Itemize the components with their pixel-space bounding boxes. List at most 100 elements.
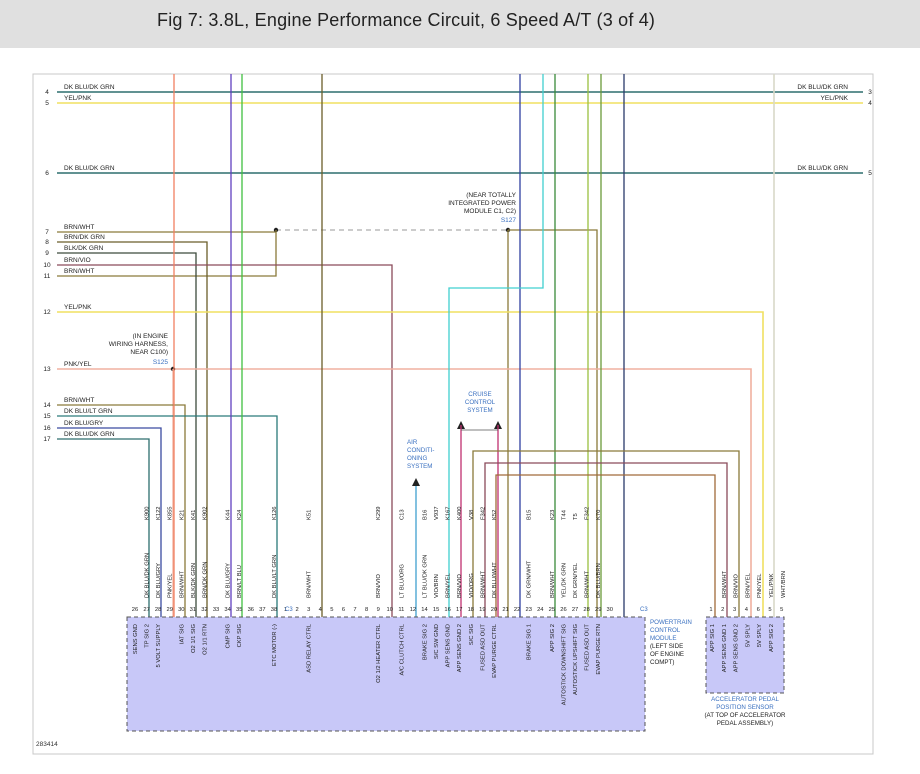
- left-wire-num: 17: [43, 436, 51, 443]
- pcm-pin-num: 21: [502, 607, 508, 613]
- pcm-pin-num: 36: [248, 607, 254, 613]
- pcm-name: MODULE: [650, 635, 676, 642]
- left-wire-label: BRN/DK GRN: [64, 234, 105, 241]
- pcm-pin-num: 11: [398, 607, 404, 613]
- cruise-system-label: CONTROL: [465, 399, 496, 406]
- pcm-circuit-id: K900: [145, 506, 151, 520]
- left-wire-num: 13: [43, 366, 51, 373]
- pcm-circuit-id: K902: [202, 506, 208, 520]
- app-sensor-name: POSITION SENSOR: [716, 704, 774, 711]
- wire-row-15: [57, 415, 278, 617]
- left-wire-num: 6: [45, 170, 49, 177]
- cruise-system-label: CRUISE: [468, 391, 491, 398]
- splice-note: (NEAR TOTALLY: [466, 192, 516, 199]
- pcm-circuit-id: T44: [561, 509, 567, 520]
- pcm-pin-num: 31: [190, 607, 196, 613]
- pcm-wire-color: DK BLU/GRY: [226, 563, 232, 598]
- pcm-pin-num: 17: [456, 607, 462, 613]
- app-sensor-module: [705, 616, 785, 694]
- splice-note: (IN ENGINE: [133, 333, 169, 340]
- left-wire-num: 12: [43, 309, 51, 316]
- pcm-wire-color: BRN/WHT: [307, 570, 313, 598]
- left-wire-label: YEL/PNK: [64, 304, 92, 311]
- pcm-wire-color: BRN/DK GRN: [202, 562, 208, 598]
- figure-id: 283414: [36, 741, 58, 748]
- pcm-wire-color: DK BLU/DK GRN: [145, 553, 151, 598]
- pcm-wire-color: DK BLU/BRN: [596, 563, 602, 598]
- pcm-circuit-id: T5: [573, 513, 579, 520]
- pcm-circuit-id: B15: [527, 510, 533, 520]
- splice-id: S125: [153, 359, 169, 366]
- left-wire-num: 9: [45, 250, 49, 257]
- pcm-pin-num: 9: [377, 607, 380, 613]
- pcm-circuit-id: K24: [237, 509, 243, 520]
- pcm-circuit-id: K23: [550, 510, 556, 520]
- pcm-wire-color: VIO/ORG: [469, 573, 475, 598]
- pcm-pin-num: 18: [468, 607, 474, 613]
- left-wire-label: DK BLU/LT GRN: [64, 408, 113, 415]
- pcm-pin-num: 14: [421, 607, 428, 613]
- pcm-wire-color: YEL/DK GRN: [561, 563, 567, 598]
- pcm-pin-num: 28: [583, 607, 589, 613]
- ac-system-label: SYSTEM: [407, 463, 432, 470]
- pcm-wire-color: VIO/BRN: [434, 574, 440, 598]
- pcm-circuit-id: V937: [434, 506, 440, 520]
- ac-system-label: CONDITI-: [407, 447, 435, 454]
- pcm-pin-function: ETC MOTOR (-): [272, 624, 278, 666]
- pcm-wire-color: PNK/YEL: [168, 573, 174, 598]
- pcm-pin-function: 5 VOLT SUPPLY: [156, 624, 162, 668]
- left-wire-label: BLK/DK GRN: [64, 245, 104, 252]
- right-wire-label: DK BLU/DK GRN: [797, 165, 848, 172]
- left-wire-label: PNK/YEL: [64, 361, 92, 368]
- app-pin-num: 4: [745, 607, 749, 613]
- splice-note: INTEGRATED POWER: [448, 200, 516, 207]
- pcm-pin-function: APP SENS GND: [446, 624, 452, 667]
- left-wire-num: 15: [43, 413, 51, 420]
- pcm-pin-function: CMP SIG: [226, 624, 232, 649]
- pcm-pin-num: 2: [296, 607, 299, 613]
- wire-row-17: [57, 438, 150, 617]
- left-wire-num: 16: [43, 425, 51, 432]
- pcm-pin-num: 25: [549, 607, 555, 613]
- pcm-pin-function: BRAKE SIG 2: [423, 624, 429, 660]
- pcm-pin-num: 20: [491, 607, 497, 613]
- pcm-connector-id: C3: [285, 607, 293, 613]
- pcm-circuit-id: K21: [179, 510, 185, 520]
- cruise-system-label: SYSTEM: [467, 407, 492, 414]
- pcm-pin-function: BRAKE SIG 1: [527, 624, 533, 660]
- pcm-pin-num: 33: [213, 607, 219, 613]
- wire-cyan: [448, 74, 544, 617]
- wire-app-loop-3: [495, 474, 716, 617]
- pcm-pin-function: IAT SIG: [179, 624, 185, 645]
- pcm-wire-color: DK BLU/WHT: [492, 562, 498, 598]
- wire-row-10: [57, 264, 393, 617]
- wire-app-loop-2: [484, 462, 728, 617]
- right-wire-num: 3: [868, 89, 872, 96]
- app-pin-function: 5V SPLY: [745, 624, 751, 647]
- left-wire-label: YEL/PNK: [64, 95, 92, 102]
- splice-note: MODULE C1, C2): [464, 208, 516, 215]
- app-sensor-name: (AT TOP OF ACCELERATOR: [704, 712, 786, 719]
- ac-system-label: AIR: [407, 439, 418, 446]
- pcm-pin-num: 10: [387, 607, 393, 613]
- wire-app-loop-1: [472, 450, 740, 617]
- pcm-wire-color: LT BLU/ORG: [399, 564, 405, 598]
- pcm-pin-function: CKP SIG: [237, 624, 243, 648]
- app-pin-num: 3: [733, 607, 736, 613]
- pcm-circuit-id: K122: [156, 506, 162, 520]
- splice-note: NEAR C100): [130, 349, 168, 356]
- pcm-pin-num: 30: [607, 607, 613, 613]
- pcm-circuit-id: V38: [469, 510, 475, 520]
- left-wire-label: DK BLU/DK GRN: [64, 165, 115, 172]
- app-pin-num: 6: [757, 607, 760, 613]
- pcm-wire-color: DK BLU/LT GRN: [272, 555, 278, 598]
- pcm-pin-function: FUSED ASD OUT: [585, 624, 591, 671]
- pcm-wire-color: DK GRN/WHT: [527, 560, 533, 598]
- pcm-pin-num: 34: [224, 607, 231, 613]
- left-wire-label: DK BLU/DK GRN: [64, 84, 115, 91]
- pcm-wire-color: BRN/WHT: [480, 570, 486, 598]
- pcm-pin-function: S/C SIG: [469, 624, 475, 646]
- pcm-pin-num: 29: [167, 607, 173, 613]
- pcm-circuit-id: F342: [585, 507, 591, 520]
- title-bar: Fig 7: 3.8L, Engine Performance Circuit,…: [0, 0, 920, 48]
